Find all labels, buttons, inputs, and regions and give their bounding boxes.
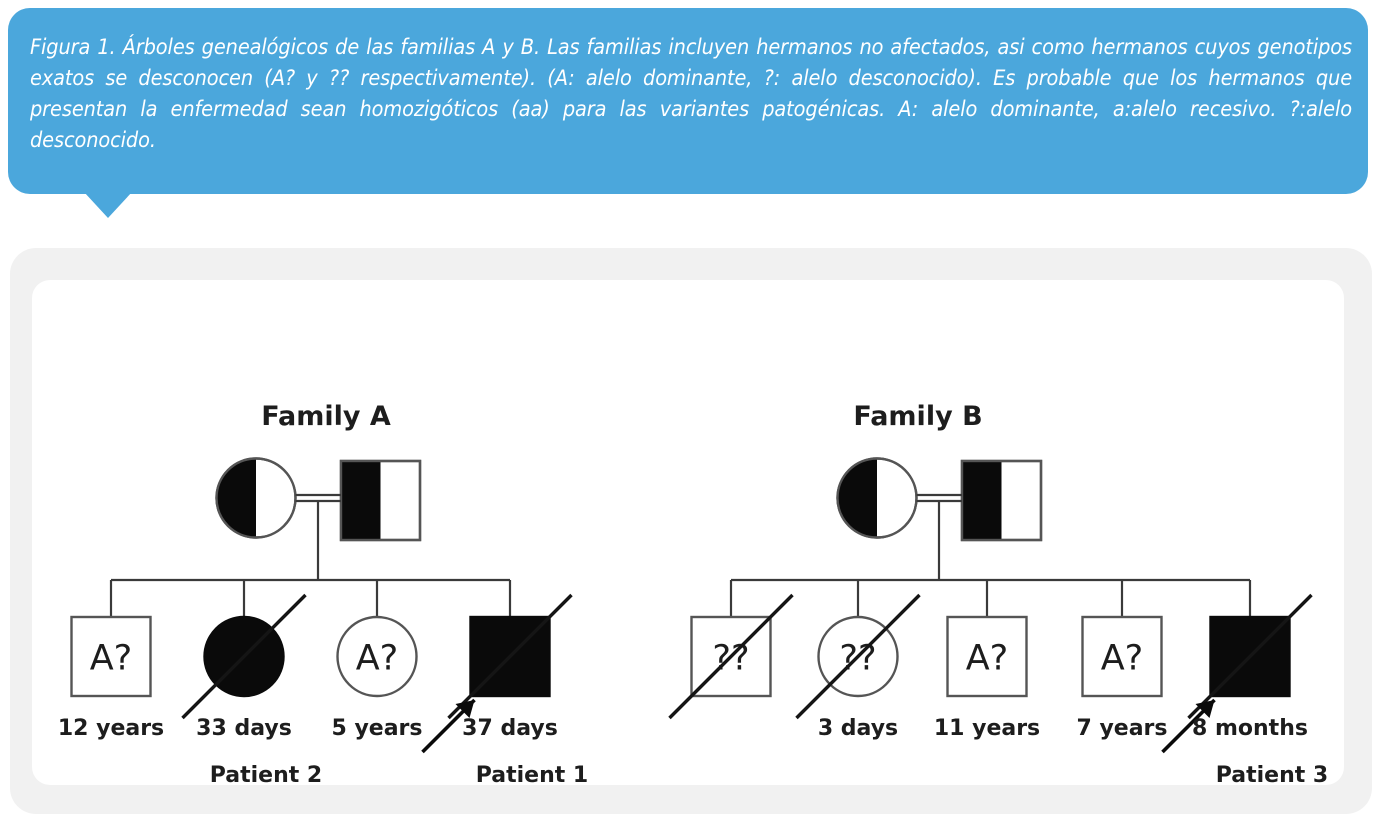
parent-mother-symbol — [836, 457, 918, 539]
parent-mother-symbol — [215, 457, 297, 539]
figure-caption-callout: Figura 1. Árboles genealógicos de las fa… — [8, 8, 1368, 194]
child-patient-label: Patient 2 — [210, 763, 323, 785]
deceased-slash — [795, 593, 921, 720]
figure-caption-text: Figura 1. Árboles genealógicos de las fa… — [30, 35, 1352, 153]
child-age-label: 11 years — [934, 716, 1040, 741]
family-title: Family B — [853, 401, 982, 432]
child-symbol: A? 5 years — [331, 580, 423, 741]
child-symbol: A? 7 years — [1076, 580, 1168, 741]
child-square — [70, 615, 152, 698]
child-square — [1081, 615, 1163, 698]
child-symbol: A? 11 years — [934, 580, 1040, 741]
child-patient-label: Patient 1 — [476, 763, 589, 785]
mother-circle-outline — [215, 457, 297, 539]
child-genotype-label: A? — [1101, 639, 1144, 679]
child-genotype-label: A? — [966, 639, 1009, 679]
child-age-label: 33 days — [196, 716, 292, 741]
father-half-fill — [341, 461, 381, 540]
child-age-label: 37 days — [462, 716, 558, 741]
child-symbol: A? 12 years — [58, 580, 164, 741]
child-age-label: 12 years — [58, 716, 164, 741]
deceased-slash — [181, 593, 307, 720]
child-age-label: 7 years — [1076, 716, 1167, 741]
mother-half-fill — [216, 458, 256, 538]
proband-arrow-head — [455, 700, 475, 718]
family-title: Family A — [261, 401, 391, 432]
parent-father-symbol — [960, 459, 1043, 542]
child-symbol: ??3 days — [795, 580, 921, 741]
deceased-slash — [668, 593, 794, 720]
child-circle — [336, 615, 418, 698]
proband-arrow-head — [1195, 700, 1215, 718]
caption-callout-tail — [84, 192, 132, 218]
child-square — [946, 615, 1028, 698]
child-age-label: 3 days — [818, 716, 898, 741]
child-age-label: 5 years — [331, 716, 422, 741]
mother-circle-outline — [836, 457, 918, 539]
mother-half-fill — [837, 458, 877, 538]
parent-father-symbol — [339, 459, 422, 542]
child-age-label: 8 months — [1192, 716, 1308, 741]
deceased-slash — [447, 593, 573, 720]
child-genotype-label: A? — [356, 639, 399, 679]
deceased-slash — [1187, 593, 1313, 720]
child-symbol: ?? — [668, 580, 794, 720]
child-patient-label: Patient 3 — [1216, 763, 1329, 785]
child-genotype-label: A? — [90, 639, 133, 679]
father-half-fill — [962, 461, 1002, 540]
